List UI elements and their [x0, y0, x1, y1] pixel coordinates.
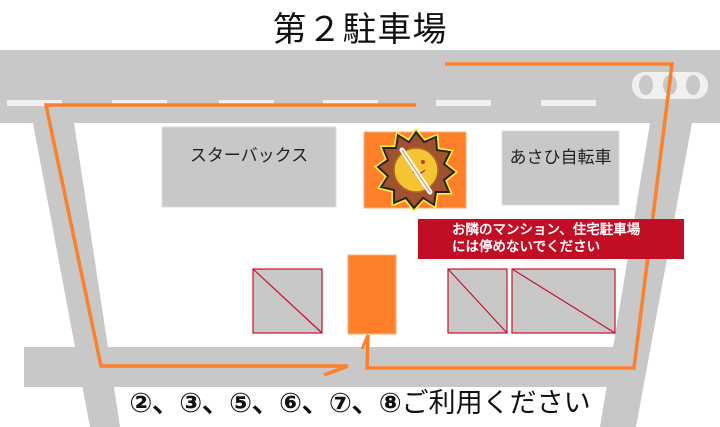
- unavailable-space: [252, 268, 323, 334]
- lane-dashes: [7, 100, 596, 106]
- notice-line-2: には停めないでください: [452, 239, 601, 255]
- usage-instruction: ②、③、⑤、⑥、⑦、⑧ご利用ください: [0, 381, 720, 420]
- space-numbers: ②、③、⑤、⑥、⑦、⑧: [129, 388, 402, 419]
- sun-mascot-logo: [373, 127, 459, 213]
- main-road: [0, 50, 720, 123]
- asahi-building: [501, 130, 620, 206]
- unavailable-space: [447, 268, 508, 334]
- asahi-label: あさひ自転車: [509, 148, 612, 168]
- instruction-suffix: ご利用ください: [401, 388, 591, 419]
- page-title: 第２駐車場: [272, 10, 448, 50]
- exit-route-tick: [360, 334, 370, 350]
- designated-space: [347, 254, 397, 335]
- starbucks-building: [161, 126, 337, 208]
- notice-line-1: お隣のマンション、住宅駐車場: [452, 222, 641, 238]
- starbucks-label: スターバックス: [189, 146, 309, 166]
- entry-route-arrow: [43, 103, 416, 368]
- exit-route-arrow: [365, 62, 674, 370]
- unavailable-space: [511, 268, 616, 334]
- notice-banner: お隣のマンション、住宅駐車場 には停めないでください: [418, 219, 684, 259]
- entry-route-arrowhead: [323, 364, 349, 377]
